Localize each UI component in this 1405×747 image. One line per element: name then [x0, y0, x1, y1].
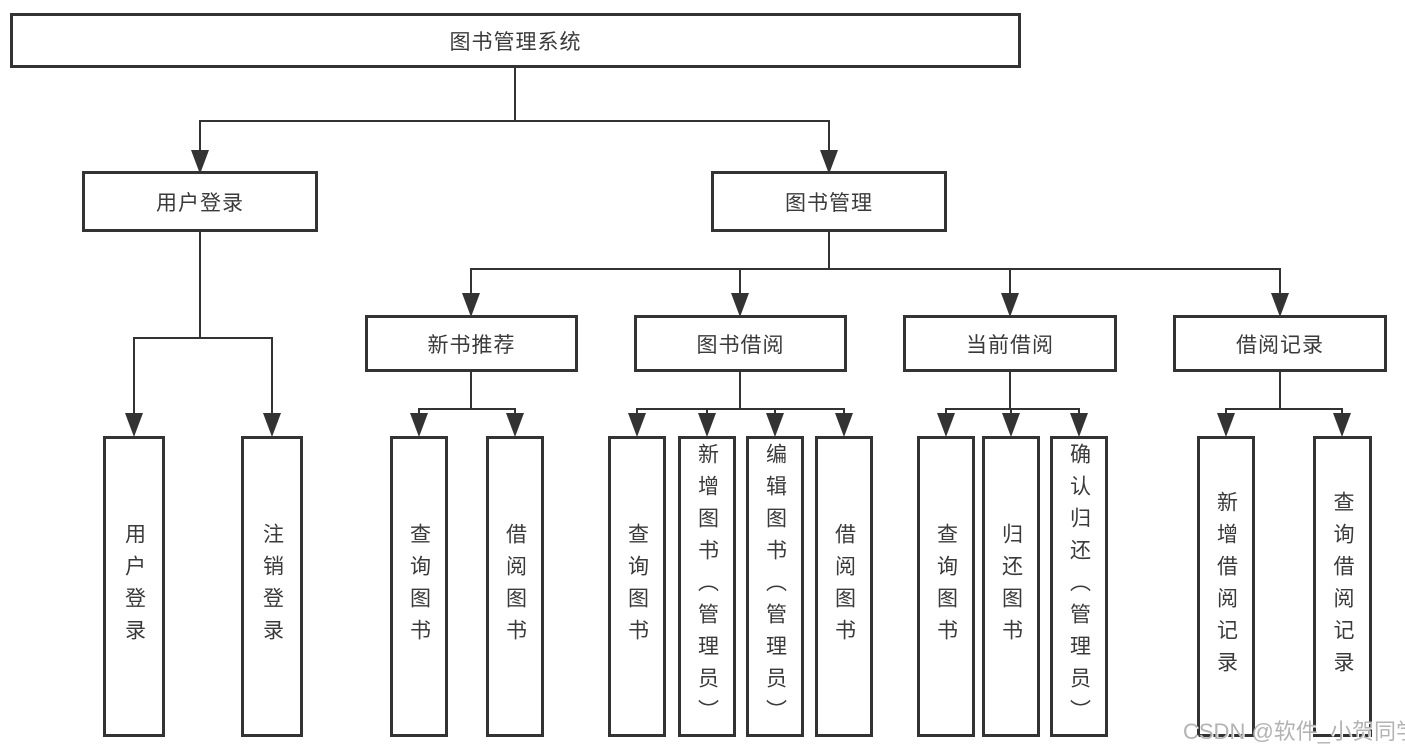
connector-leaf-shaft: [271, 337, 273, 416]
leaf-confirm-return-admin: 确认归还（管理员）: [1050, 436, 1108, 737]
arrowhead-leaf: [835, 413, 853, 437]
node-library-system-label: 图书管理系统: [449, 30, 582, 54]
connector-leaf-shaft: [418, 408, 420, 416]
leaf-add-borrow-record: 新增借阅记录: [1197, 436, 1255, 737]
connector-user-login-rail: [133, 337, 273, 339]
arrowhead-leaf: [628, 413, 646, 437]
node-new-book-recommend: 新书推荐: [365, 315, 578, 372]
connector-leaf-shaft: [945, 408, 947, 416]
connector-group-stub: [739, 372, 741, 408]
arrowhead-leaf: [506, 413, 524, 437]
leaf-user-login: 用户登录: [103, 436, 165, 737]
connector-leaf-rail: [636, 408, 845, 410]
leaf-logout: 注销登录: [241, 436, 303, 737]
node-new-book-recommend-label: 新书推荐: [427, 333, 516, 357]
csdn-watermark: CSDN @软件_小贺同学: [1183, 719, 1405, 744]
node-library-system: 图书管理系统: [10, 13, 1021, 68]
arrowhead-leaf: [410, 413, 428, 437]
connector-leaf-shaft: [774, 408, 776, 416]
connector-group-shaft: [1279, 268, 1281, 295]
leaf-confirm-return-admin-label: 确认归还（管理员）: [1067, 442, 1091, 731]
leaf-query-borrow-record: 查询借阅记录: [1313, 436, 1372, 737]
leaf-borrow-book: 借阅图书: [486, 436, 544, 737]
arrowhead-book-management: [820, 150, 838, 174]
connector-group-stub: [1009, 372, 1011, 408]
arrowhead-leaf: [1002, 413, 1020, 437]
connector-book-management-stub: [828, 232, 830, 268]
arrowhead-leaf: [698, 413, 716, 437]
arrowhead-user-login: [191, 150, 209, 174]
arrowhead-leaf: [937, 413, 955, 437]
node-book-borrow: 图书借阅: [634, 315, 847, 372]
connector-leaf-rail: [1225, 408, 1343, 410]
leaf-edit-book-admin-label: 编辑图书（管理员）: [763, 442, 787, 731]
connector-leaf-rail: [418, 408, 516, 410]
arrowhead-leaf: [263, 413, 281, 437]
leaf-query-book-label: 查询图书: [407, 522, 431, 651]
node-book-borrow-label: 图书借阅: [696, 333, 785, 357]
leaf-logout-label: 注销登录: [260, 522, 284, 651]
leaf-borrow-book: 借阅图书: [815, 436, 873, 737]
leaf-borrow-book-label: 借阅图书: [503, 522, 527, 651]
leaf-query-book-label: 查询图书: [934, 522, 958, 651]
connector-leaf-shaft: [1010, 408, 1012, 416]
connector-user-login-stub: [199, 232, 201, 337]
node-book-management: 图书管理: [711, 171, 947, 232]
connector-leaf-shaft: [843, 408, 845, 416]
connector-leaf-shaft: [1078, 408, 1080, 416]
connector-leaf-shaft: [514, 408, 516, 416]
node-borrow-record: 借阅记录: [1173, 315, 1387, 372]
leaf-query-borrow-record-label: 查询借阅记录: [1331, 490, 1354, 683]
node-book-management-label: 图书管理: [785, 191, 873, 215]
arrowhead-borrow-record: [1271, 293, 1289, 317]
connector-group-shaft: [1009, 268, 1011, 295]
leaf-add-borrow-record-label: 新增借阅记录: [1214, 490, 1238, 683]
connector-level2-rail: [199, 120, 830, 122]
arrowhead-book-borrow: [731, 293, 749, 317]
connector-leaf-shaft: [706, 408, 708, 416]
connector-group-shaft: [470, 268, 472, 295]
connector-root-stub: [514, 68, 516, 120]
arrowhead-leaf: [1070, 413, 1088, 437]
arrowhead-leaf: [1217, 413, 1235, 437]
leaf-edit-book-admin: 编辑图书（管理员）: [746, 436, 804, 737]
connector-leaf-shaft: [1341, 408, 1343, 416]
arrowhead-leaf: [125, 413, 143, 437]
leaf-return-book: 归还图书: [982, 436, 1040, 737]
leaf-add-book-admin: 新增图书（管理员）: [678, 436, 736, 737]
leaf-query-book: 查询图书: [917, 436, 975, 737]
connector-group-shaft: [739, 268, 741, 295]
connector-leaf-shaft: [133, 337, 135, 416]
node-user-login: 用户登录: [82, 171, 318, 232]
connector-leaf-shaft: [1225, 408, 1227, 416]
node-user-login-label: 用户登录: [156, 191, 244, 215]
connector-leaf-shaft: [636, 408, 638, 416]
arrowhead-leaf: [1333, 413, 1351, 437]
node-current-borrow: 当前借阅: [903, 315, 1117, 372]
connector-user-login-shaft: [199, 120, 201, 152]
connector-level3-rail: [470, 268, 1281, 270]
node-current-borrow-label: 当前借阅: [966, 333, 1054, 357]
connector-group-stub: [470, 372, 472, 408]
leaf-return-book-label: 归还图书: [999, 522, 1023, 651]
arrowhead-current-borrow: [1001, 293, 1019, 317]
connector-group-stub: [1279, 372, 1281, 408]
leaf-user-login-label: 用户登录: [122, 522, 146, 651]
connector-leaf-rail: [945, 408, 1080, 410]
leaf-add-book-admin-label: 新增图书（管理员）: [695, 442, 719, 731]
leaf-query-book-label: 查询图书: [625, 522, 649, 651]
leaf-query-book: 查询图书: [390, 436, 448, 737]
node-borrow-record-label: 借阅记录: [1236, 333, 1324, 357]
connector-book-management-shaft: [828, 120, 830, 152]
arrowhead-new-book-recommend: [462, 293, 480, 317]
leaf-borrow-book-label: 借阅图书: [832, 522, 856, 651]
arrowhead-leaf: [766, 413, 784, 437]
leaf-query-book: 查询图书: [608, 436, 666, 737]
